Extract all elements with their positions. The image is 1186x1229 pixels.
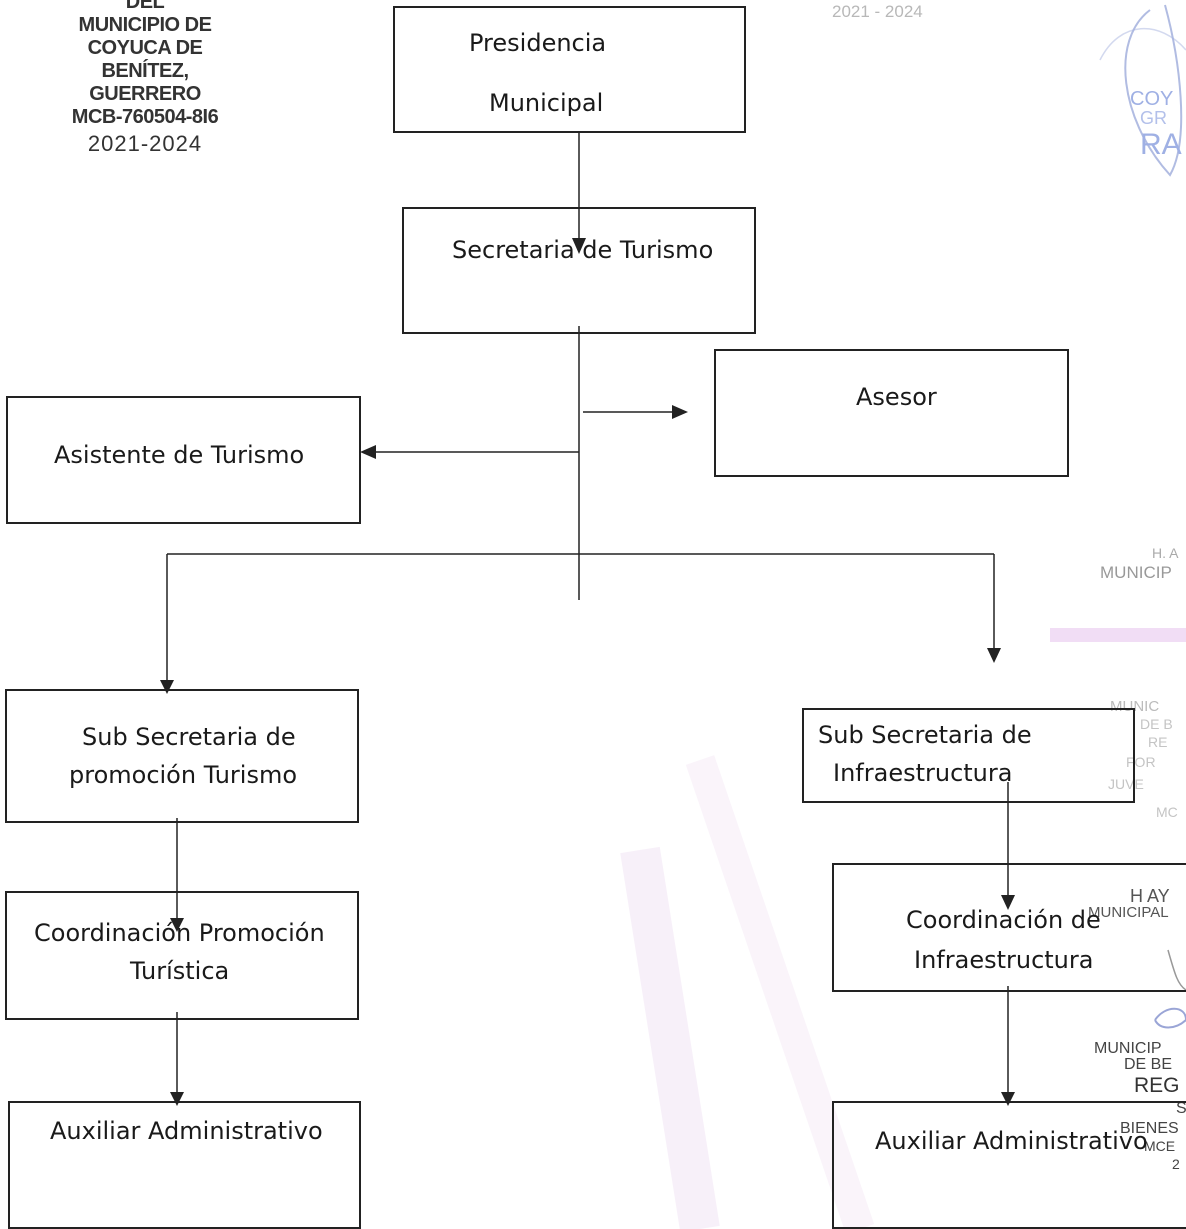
node-label: Infraestructura [914, 946, 1094, 974]
stamp-fragment: RA [1140, 128, 1182, 161]
stamp-fragment: H AY [1130, 886, 1170, 906]
node-asesor [714, 349, 1069, 477]
node-label: Coordinación Promoción [34, 919, 325, 947]
stamp-line: MUNICIPIO DE [78, 14, 212, 36]
node-label: Secretaria de Turismo [452, 236, 714, 264]
node-label: Coordinación de [906, 906, 1101, 934]
arrowhead-icon [987, 648, 1001, 663]
node-label: Municipal [489, 89, 604, 117]
official-stamp: DEL MUNICIPIO DE COYUCA DE BENÍTEZ, GUER… [40, 0, 250, 159]
stamp-fragment: MC [1156, 804, 1178, 820]
node-label: Auxiliar Administrativo [875, 1127, 1148, 1155]
node-label: Turística [130, 957, 230, 985]
stamp-fragment: GR [1140, 108, 1167, 128]
node-coordinacion-promocion-turistica [5, 891, 359, 1020]
stamp-line: BENÍTEZ, [101, 60, 189, 82]
node-label: Sub Secretaria de [818, 721, 1032, 749]
arrowhead-icon [572, 238, 586, 254]
node-sub-secretaria-promocion-turismo [5, 689, 359, 823]
arrowhead-icon [170, 1092, 184, 1106]
node-label: Infraestructura [833, 759, 1013, 787]
stamp-fragment: BIENES [1120, 1120, 1179, 1137]
arrowhead-icon [1001, 895, 1015, 910]
stamp-line: DEL [125, 0, 165, 13]
node-presidencia-municipal [393, 6, 746, 133]
stamp-fragment: DE BE [1124, 1056, 1173, 1073]
node-auxiliar-administrativo-right [832, 1101, 1186, 1229]
stamp-fragment: 2021 - 2024 [832, 2, 923, 21]
node-auxiliar-administrativo-left [8, 1101, 361, 1229]
stamp-fragment: 2 [1172, 1156, 1180, 1172]
arrowhead-icon [672, 405, 688, 419]
arrowhead-icon [1001, 1092, 1015, 1106]
stamp-line: GUERRERO [89, 83, 201, 105]
node-label: Presidencia [469, 29, 607, 57]
node-coordinacion-de-infraestructura [832, 863, 1186, 992]
node-label: Asistente de Turismo [54, 441, 305, 469]
node-asistente-de-turismo [6, 396, 361, 524]
node-label: Auxiliar Administrativo [50, 1117, 323, 1145]
node-secretaria-de-turismo [402, 207, 756, 334]
stamp-line: COYUCA DE [87, 37, 203, 59]
node-label: promoción Turismo [69, 761, 298, 789]
stamp-fragment: MCE [1144, 1138, 1176, 1154]
stamp-year: 2021-2024 [87, 131, 203, 156]
node-label: Sub Secretaria de [82, 723, 296, 751]
stamp-fragment: H. A [1152, 545, 1179, 561]
arrowhead-icon [160, 680, 174, 694]
stamp-fragment: MUNIC [1110, 698, 1160, 715]
stamp-fragment: DE B [1140, 716, 1173, 732]
stamp-fragment: S [1176, 1100, 1186, 1117]
arrowhead-icon [170, 918, 184, 932]
stamp-fragment: MUNICIP [1100, 563, 1172, 582]
stamp-fragment: RE [1148, 734, 1168, 750]
node-label: Asesor [856, 383, 937, 411]
stamp-line: MCB-760504-8I6 [71, 106, 219, 128]
stamp-fragment: MUNICIP [1094, 1040, 1162, 1057]
node-sub-secretaria-infraestructura [802, 708, 1135, 803]
arrowhead-icon [360, 445, 376, 459]
stamp-fragment: REG [1134, 1074, 1180, 1097]
stamp-fragment: COY [1130, 88, 1174, 110]
stamp-fragment: MUNICIPAL [1088, 904, 1169, 921]
